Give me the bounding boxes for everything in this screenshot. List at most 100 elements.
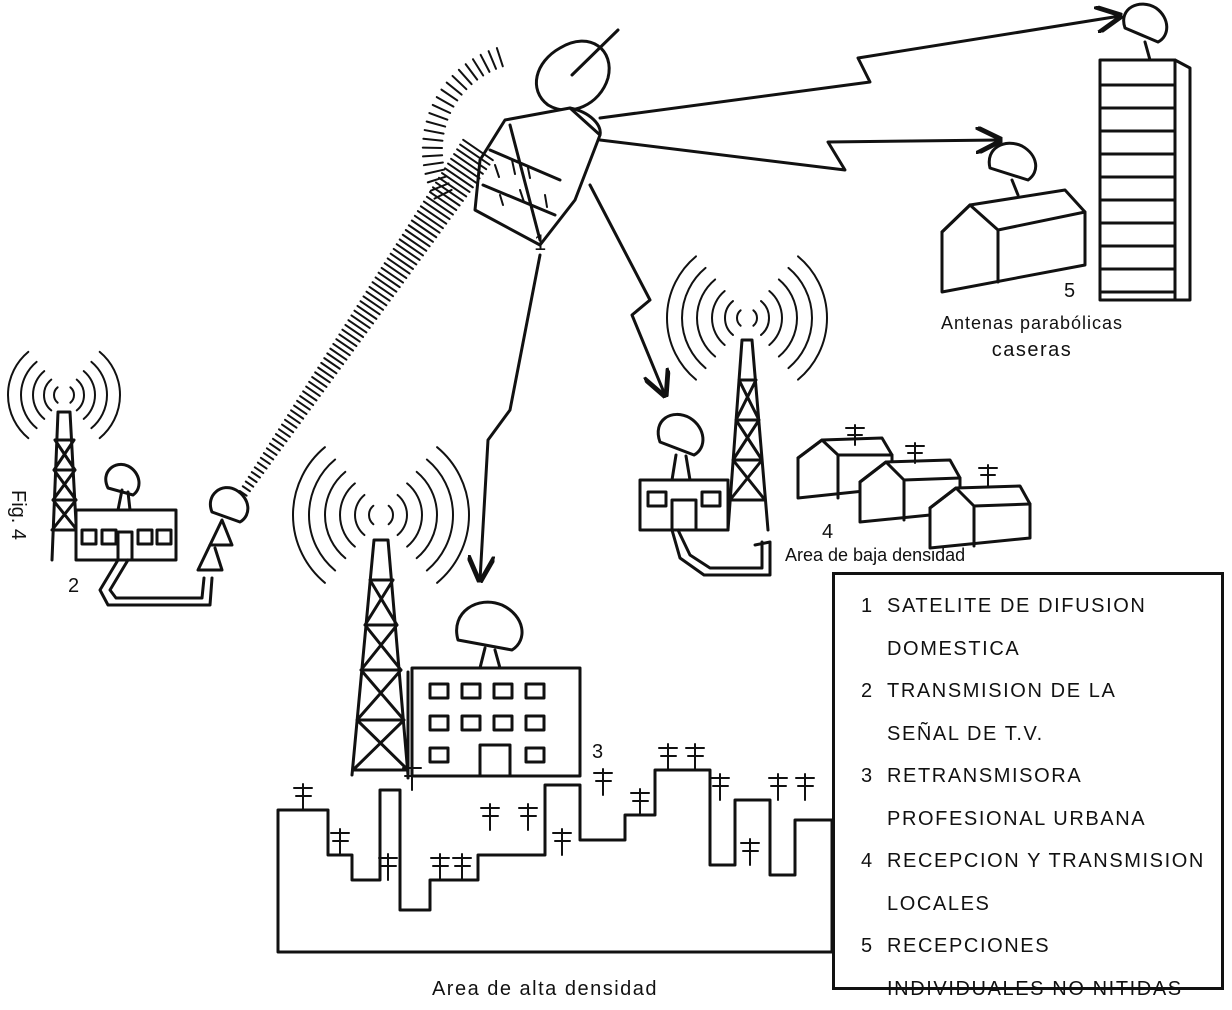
link-to-low-density-station xyxy=(590,185,665,395)
link-to-tall-building xyxy=(600,16,1120,118)
beam-dash xyxy=(364,296,384,309)
signal-hatch xyxy=(425,130,444,134)
signal-hatch xyxy=(497,48,503,66)
rooftop-antenna xyxy=(769,774,787,800)
link-to-urban-retransmitter xyxy=(480,255,540,580)
signal-hatch xyxy=(459,70,472,84)
signal-arc xyxy=(407,483,422,546)
uplink-dish xyxy=(198,488,248,570)
rooftop-antenna xyxy=(594,769,612,795)
rooftop-antenna xyxy=(519,804,537,830)
home-house-dish xyxy=(989,143,1035,195)
legend-item-number: 4 xyxy=(861,840,887,883)
signal-arc xyxy=(369,506,373,524)
beam-dash xyxy=(394,249,417,264)
signal-arc xyxy=(91,362,107,428)
low-density-caption: Area de baja densidad xyxy=(785,545,965,565)
signal-arc xyxy=(769,291,782,345)
beam-dash xyxy=(246,482,254,487)
low-density-dish xyxy=(658,414,703,480)
signal-arc xyxy=(737,310,741,325)
legend-item-continuation: LOCALES xyxy=(861,883,1221,926)
rooftop-antenna xyxy=(331,829,349,855)
signal-arc xyxy=(325,472,345,558)
legend-item-continuation: DOMESTICA xyxy=(861,628,1221,671)
uplink-cable xyxy=(100,560,212,605)
signal-arc xyxy=(427,460,453,571)
beam-dash xyxy=(357,306,376,319)
rooftop-antenna xyxy=(686,744,704,770)
rooftop-antenna xyxy=(379,854,397,880)
rooftop-antenna xyxy=(659,744,677,770)
beam-dash xyxy=(273,439,283,446)
signal-arc xyxy=(398,495,407,535)
beam-dash xyxy=(351,315,369,328)
beam-dash xyxy=(252,472,260,478)
city-skyline xyxy=(278,770,832,952)
signal-arc xyxy=(21,362,37,428)
beam-dash xyxy=(276,434,287,441)
beam-dash xyxy=(391,254,413,269)
tv-tower-signal-arcs xyxy=(8,352,120,438)
legend-item-continuation: INDIVIDUALES NO NITIDAS xyxy=(861,968,1221,1010)
signal-arc xyxy=(77,380,84,411)
beam-dash xyxy=(382,268,403,283)
beam-dash xyxy=(279,429,290,436)
legend-item-number: 2 xyxy=(861,670,887,713)
urban-dish xyxy=(457,602,522,668)
beam-dash xyxy=(385,263,407,278)
rooftop-antenna xyxy=(796,774,814,800)
signal-hatch xyxy=(447,83,462,95)
signal-hatch xyxy=(441,90,457,101)
rooftop-antenna xyxy=(553,829,571,855)
home-dishes-caption-line1: Antenas parabólicas xyxy=(941,313,1123,333)
beam-dash xyxy=(336,339,353,350)
low-density-number: 4 xyxy=(822,521,833,543)
legend-item-number: 1 xyxy=(861,585,887,628)
rooftop-antenna xyxy=(431,854,449,880)
signal-arc xyxy=(389,506,393,524)
rooftop-antenna xyxy=(294,784,312,810)
urban-retransmitter xyxy=(293,447,580,778)
signal-hatch xyxy=(489,51,496,69)
rooftop-antenna xyxy=(631,789,649,815)
beam-dash xyxy=(376,277,397,291)
signal-arc xyxy=(712,291,725,345)
signal-hatch xyxy=(473,59,483,75)
beam-dash xyxy=(373,282,393,296)
uplink-beam xyxy=(237,140,493,500)
legend-item-number: 3 xyxy=(861,755,887,798)
beam-dash xyxy=(258,463,267,469)
beam-dash xyxy=(243,486,250,491)
legend-item-text: RECEPCION Y TRANSMISION xyxy=(887,850,1205,872)
signal-arc xyxy=(761,301,769,335)
signal-hatch xyxy=(466,64,478,79)
home-house xyxy=(942,190,1085,292)
beam-dash xyxy=(264,453,273,459)
signal-arc xyxy=(417,472,437,558)
signal-arc xyxy=(309,460,335,571)
urban-retransmitter-number: 3 xyxy=(592,741,603,763)
home-dishes-number: 5 xyxy=(1064,280,1075,302)
beam-dash xyxy=(249,477,257,482)
beam-dash xyxy=(267,448,277,455)
satellite-number: 1 xyxy=(534,230,546,255)
legend-item-text: RETRANSMISORA xyxy=(887,765,1082,787)
signal-arc xyxy=(70,387,74,402)
rooftop-antenna xyxy=(403,764,421,790)
satellite xyxy=(423,30,618,245)
signal-hatch xyxy=(423,139,442,141)
tv-transmission-number: 2 xyxy=(68,575,79,597)
beam-dash xyxy=(354,311,373,324)
legend-item-text: TRANSMISION DE LA xyxy=(887,680,1116,702)
beam-dash xyxy=(348,320,366,332)
beam-dash xyxy=(397,244,420,260)
beam-dash xyxy=(379,273,400,287)
